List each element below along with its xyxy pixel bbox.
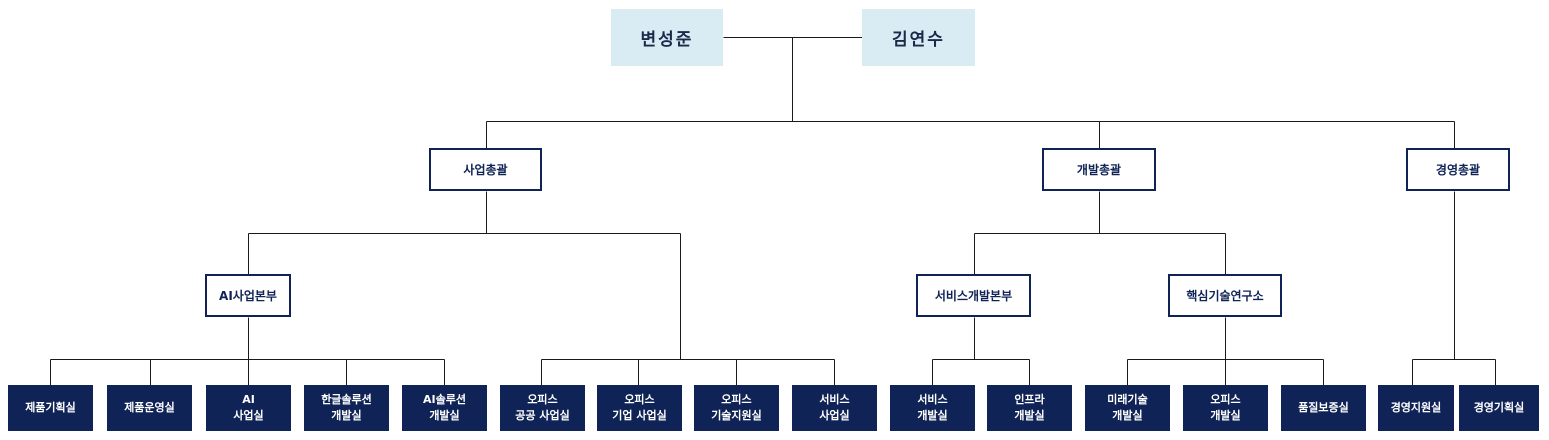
unit-box: 오피스 기업 사업실 [597,385,682,431]
executive-box: 김연수 [862,9,975,66]
unit-box: 서비스 사업실 [792,385,877,431]
unit-box: 오피스 기술지원실 [694,385,779,431]
unit-box: 품질보증실 [1281,385,1366,431]
unit-box: AI솔루션 개발실 [402,385,487,431]
division-management: 경영총괄 [1406,148,1510,191]
executive-box: 변성준 [611,9,723,66]
unit-box: 한글솔루션 개발실 [304,385,389,431]
unit-box: 미래기술 개발실 [1085,385,1170,431]
unit-box: AI 사업실 [206,385,291,431]
unit-box: 오피스 개발실 [1183,385,1268,431]
subdivision-ai-business: AI사업본부 [205,274,291,317]
unit-box: 경영지원실 [1378,385,1454,431]
unit-box: 제품운영실 [107,385,192,431]
division-development: 개발총괄 [1042,148,1156,191]
unit-box: 서비스 개발실 [890,385,975,431]
subdivision-core-tech: 핵심기술연구소 [1168,274,1282,317]
unit-box: 경영기획실 [1459,385,1539,431]
unit-box: 오피스 공공 사업실 [500,385,585,431]
division-business: 사업총괄 [429,148,542,191]
subdivision-service-dev: 서비스개발본부 [916,274,1031,317]
unit-box: 인프라 개발실 [987,385,1072,431]
unit-box: 제품기획실 [8,385,93,431]
